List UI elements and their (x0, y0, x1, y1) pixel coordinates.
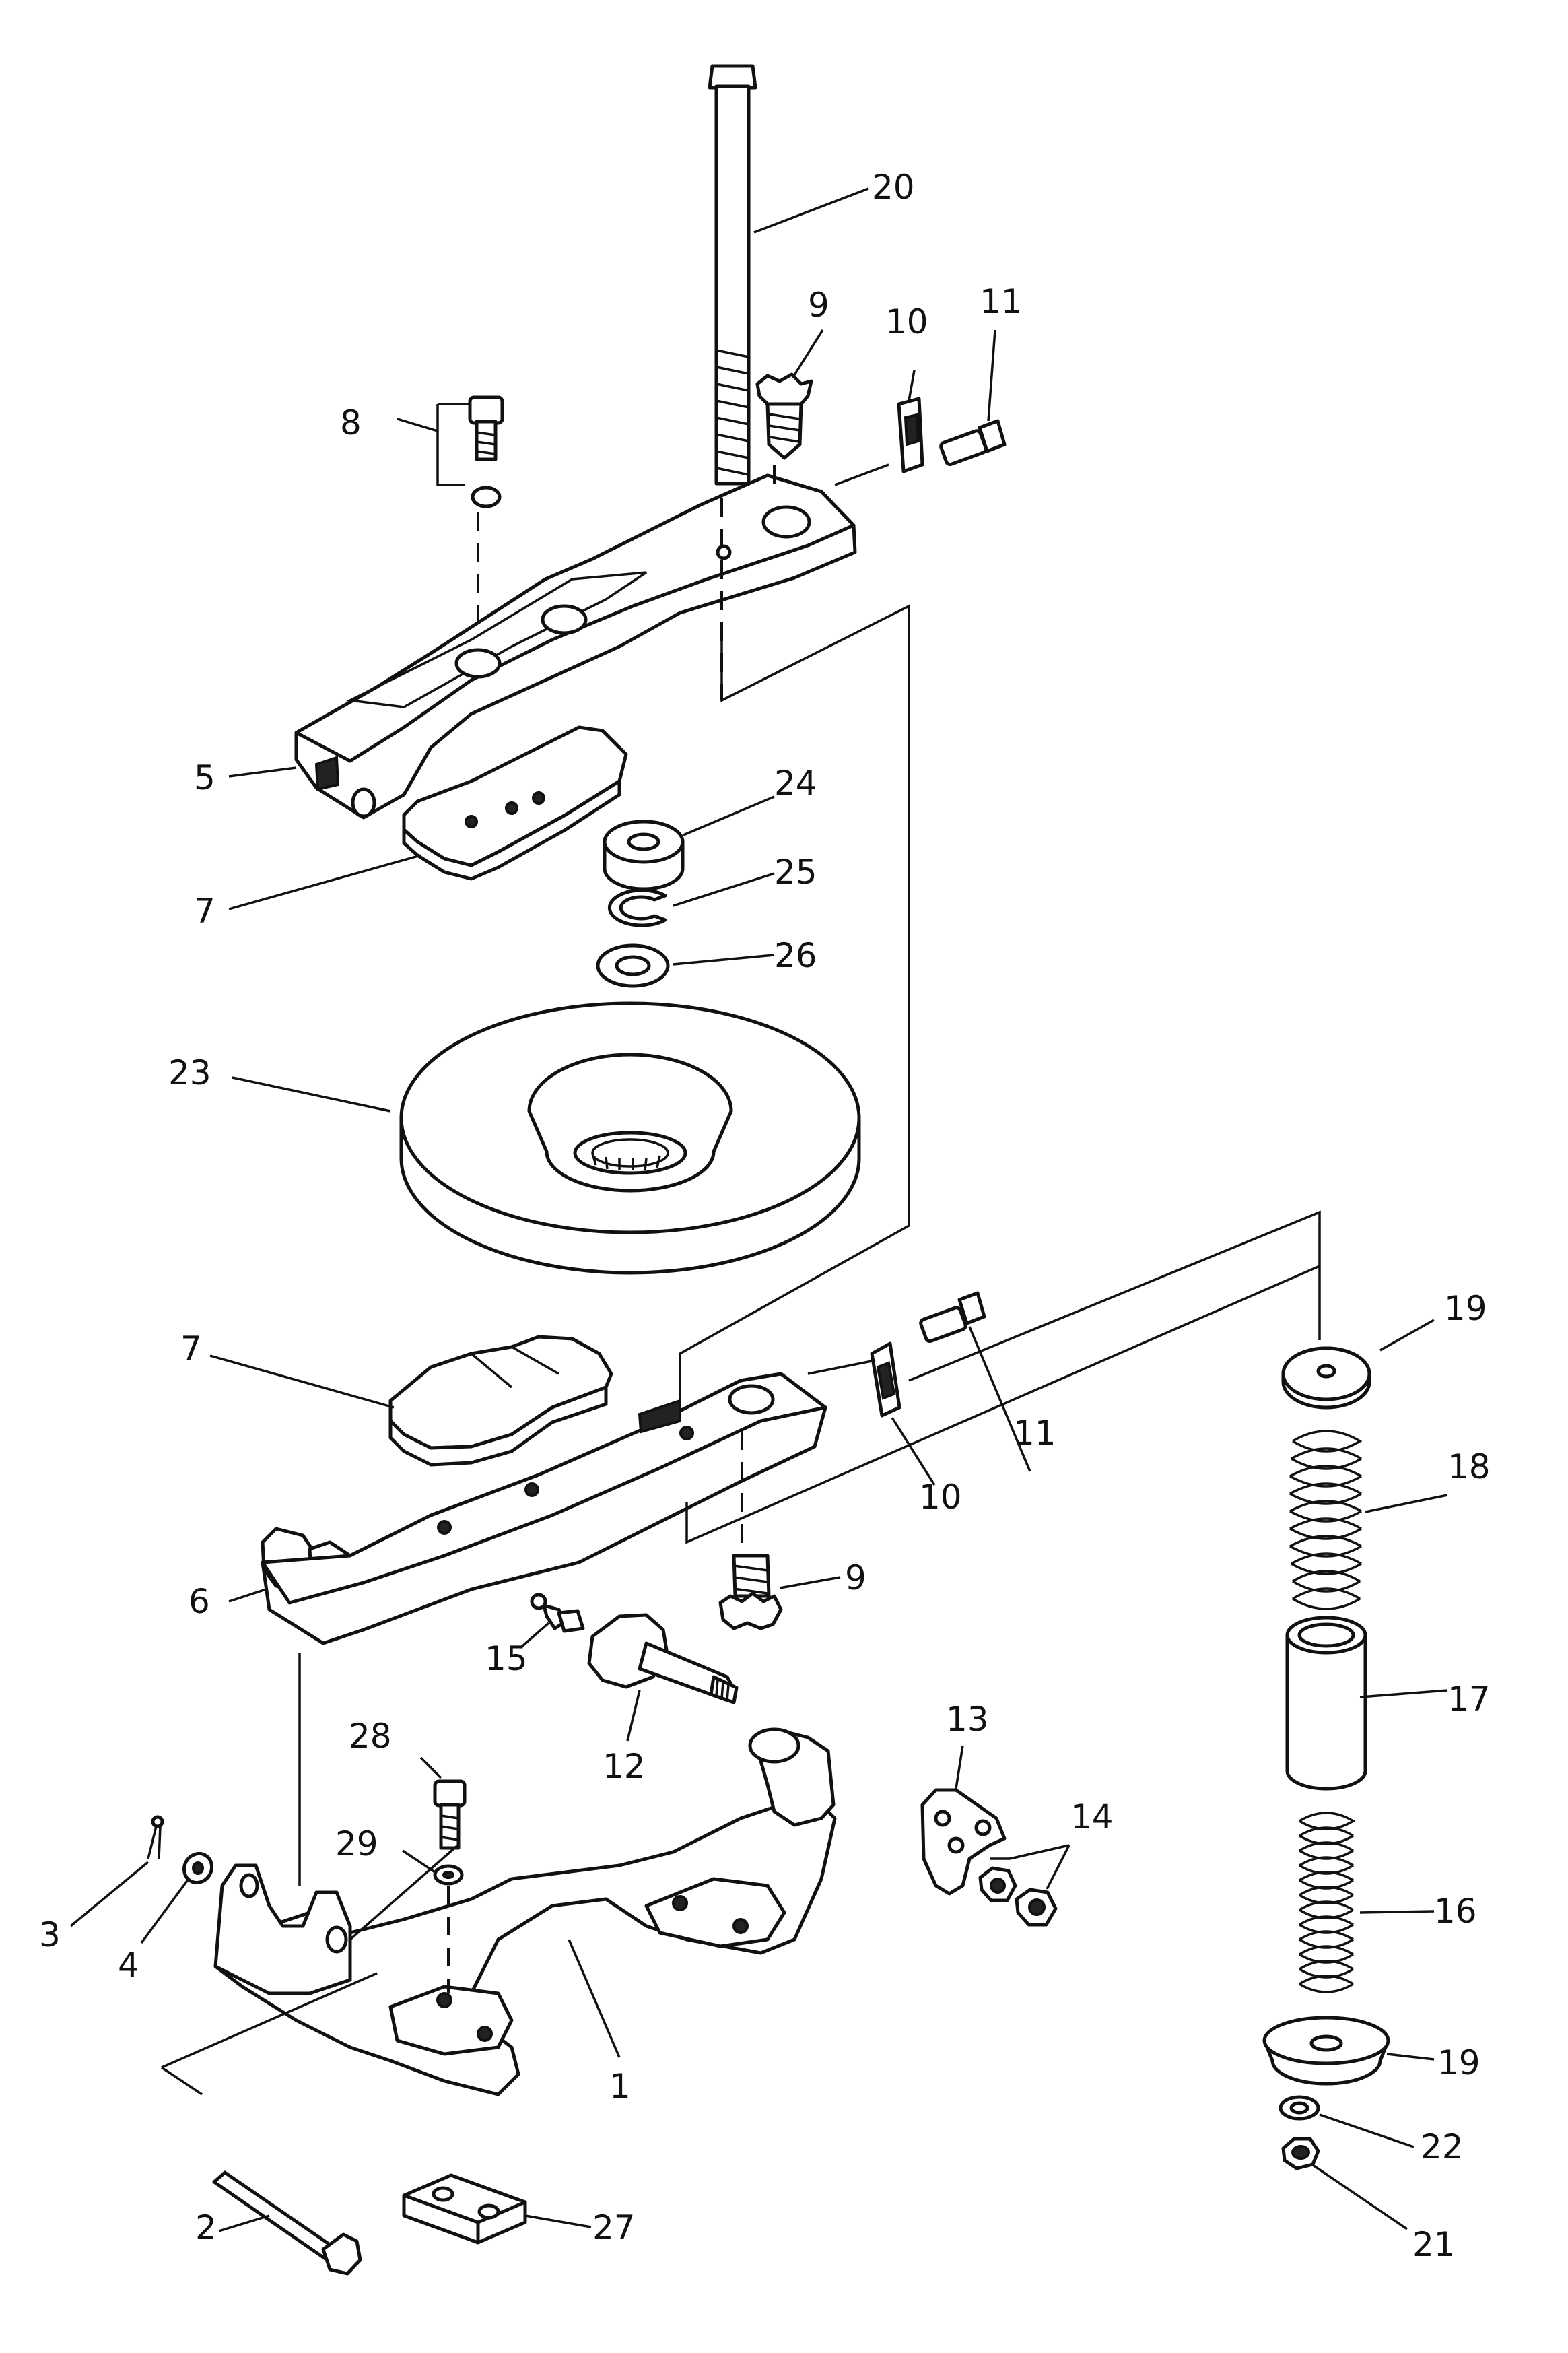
callout-16: 16 (1434, 1892, 1477, 1931)
callout-11-top: 11 (980, 282, 1023, 321)
callout-7-middle: 7 (180, 1329, 202, 1368)
part-24-bushing (603, 820, 685, 891)
part-13-plate (920, 1788, 1007, 1896)
part-22-washer (1279, 2095, 1320, 2121)
part-25-retaining-ring (607, 888, 667, 927)
part-5-upper-bracket (294, 473, 857, 820)
callout-18: 18 (1447, 1447, 1491, 1486)
callout-1: 1 (609, 2067, 631, 2106)
callout-14: 14 (1070, 1797, 1114, 1836)
callout-25: 25 (774, 853, 817, 892)
callout-28: 28 (349, 1717, 392, 1756)
part-1-lever-arm (213, 1727, 837, 2096)
callout-7-top: 7 (194, 892, 215, 931)
callout-4: 4 (118, 1946, 139, 1985)
part-26-washer (596, 943, 670, 988)
part-10-clip-middle (870, 1341, 901, 1418)
part-2-pin (212, 2170, 362, 2276)
part-17-sleeve (1285, 1616, 1367, 1791)
part-7-pad-middle (388, 1335, 613, 1467)
callout-10-middle: 10 (919, 1478, 962, 1517)
callout-2: 2 (195, 2208, 217, 2247)
part-4-washer (182, 1851, 214, 1885)
part-27-block (402, 2173, 527, 2245)
callout-21: 21 (1412, 2225, 1456, 2264)
part-20-long-bolt (708, 64, 757, 486)
callout-19-bottom: 19 (1437, 2043, 1480, 2082)
callout-labels: 20 9 10 11 8 5 7 24 25 26 23 7 19 11 18 … (39, 168, 1491, 2264)
callout-6: 6 (189, 1582, 210, 1621)
part-28-bolt (433, 1779, 467, 1850)
part-19-cup-bottom (1262, 2016, 1390, 2086)
callout-19-top: 19 (1444, 1289, 1487, 1328)
part-10-clip-top (897, 397, 924, 473)
callout-29: 29 (335, 1824, 378, 1863)
part-21-nut (1281, 2137, 1320, 2170)
part-11-screw-top (939, 419, 1007, 467)
part-7-pad-top (402, 725, 628, 881)
callout-9-top: 9 (808, 286, 829, 325)
callout-3: 3 (39, 1915, 61, 1954)
part-29-washer (433, 1864, 464, 1886)
callout-11-middle: 11 (1013, 1414, 1056, 1453)
callout-26: 26 (774, 936, 817, 975)
callout-9-lower: 9 (845, 1558, 866, 1597)
callout-23: 23 (168, 1053, 211, 1092)
part-9-adjuster-top (755, 372, 813, 460)
callout-8: 8 (340, 403, 362, 442)
callout-22: 22 (1421, 2127, 1464, 2166)
part-18-spring (1289, 1430, 1363, 1610)
part-14-nuts (978, 1866, 1058, 1927)
part-3-cotter-pin (147, 1815, 164, 1859)
callout-leaders (69, 187, 1448, 2232)
callout-27: 27 (592, 2208, 636, 2247)
part-19-cup-top (1281, 1346, 1371, 1410)
part-23-disc (399, 1001, 861, 1275)
callout-20: 20 (872, 168, 915, 207)
part-15-grease-fitting (530, 1593, 585, 1633)
callout-13: 13 (946, 1700, 989, 1739)
callout-17: 17 (1447, 1680, 1491, 1719)
part-11-screw-middle (919, 1291, 986, 1344)
part-16-spring (1299, 1812, 1356, 1993)
part-9-adjuster-lower (718, 1554, 783, 1630)
part-6-lower-bracket (261, 1372, 827, 1645)
callout-12: 12 (603, 1747, 646, 1786)
part-12-shaft (587, 1613, 739, 1704)
callout-24: 24 (774, 764, 817, 803)
callout-5: 5 (194, 758, 215, 797)
callout-15: 15 (485, 1639, 528, 1678)
part-8-bolt-washer (468, 395, 504, 508)
callout-10-top: 10 (885, 302, 928, 341)
assembly-lines (161, 463, 1321, 2096)
